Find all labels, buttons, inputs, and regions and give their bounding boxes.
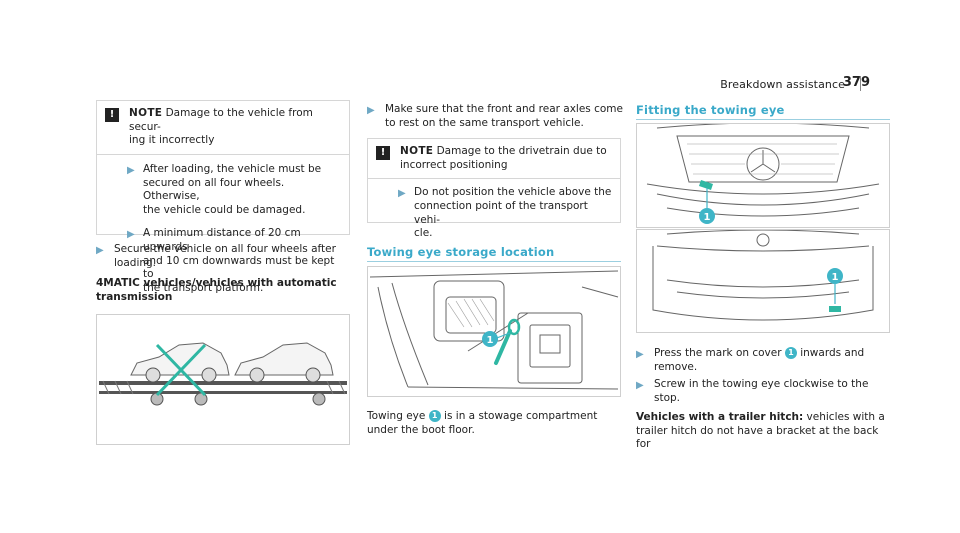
- step-line: Make sure that the front and rear axles …: [385, 103, 623, 115]
- note-item-line: A minimum distance of 20 cm upwards: [143, 227, 301, 254]
- figure-boot-compartment: 1: [367, 266, 621, 397]
- step-line: Press the mark on cover 1 inwards and: [654, 347, 864, 361]
- note-label: NOTE: [129, 107, 163, 119]
- caption-line: Towing eye 1 is in a stowage compartment: [367, 410, 627, 424]
- step-line: loading.: [114, 256, 157, 269]
- callout-number: 1: [704, 212, 711, 223]
- note-box-drivetrain: ! NOTE Damage to the drivetrain due to i…: [367, 138, 621, 239]
- figure-transport-vehicles: [96, 314, 350, 445]
- page-number: 379: [842, 75, 870, 90]
- trailer-hitch-label: Vehicles with a trailer hitch:: [636, 411, 804, 423]
- front-bumper-illustration: 1: [646, 122, 880, 224]
- cross-icon: [155, 343, 207, 397]
- heading-line: 4MATIC vehicles/vehicles with automatic: [96, 277, 337, 289]
- subheading-rule: [636, 119, 890, 120]
- step-text: inwards and: [800, 347, 865, 359]
- callout-badge: 1: [784, 347, 797, 359]
- note-item-line: secured on all four wheels. Otherwise,: [143, 176, 285, 203]
- section-title: Breakdown assistance: [720, 78, 845, 91]
- note-box-damage-securing: ! NOTE Damage to the vehicle from secur-…: [96, 100, 350, 294]
- note-title-line1: Damage to the drivetrain due to: [436, 145, 607, 157]
- note-item-line: cle.: [414, 227, 433, 240]
- step-screw-in: ▶ Screw in the towing eye clockwise to t…: [636, 378, 896, 405]
- subheading-storage-location: Towing eye storage location: [367, 245, 555, 259]
- arrow-icon: ▶: [367, 105, 375, 116]
- arrow-icon: ▶: [636, 349, 644, 360]
- callout-marker: [699, 208, 715, 224]
- caption-text: is in a stowage compartment: [444, 410, 598, 422]
- figure-front-cover: 1: [636, 122, 890, 228]
- boot-illustration: 1: [369, 270, 619, 390]
- paragraph-line: trailer hitch do not have a bracket at t…: [636, 424, 879, 451]
- paragraph-text: vehicles with a: [803, 411, 885, 423]
- figure-rear-cover: 1: [636, 229, 890, 333]
- rear-bumper-illustration: 1: [652, 229, 874, 321]
- warning-icon: !: [105, 108, 119, 122]
- subheading-fitting-towing-eye: Fitting the towing eye: [636, 103, 785, 117]
- note-item: ▶ A minimum distance of 20 cm upwards an…: [97, 221, 349, 299]
- arrow-icon: ▶: [96, 245, 104, 256]
- callout-number: 1: [832, 272, 839, 283]
- header-divider: [860, 76, 861, 91]
- step-line: Secure the vehicle on all four wheels af…: [114, 243, 336, 255]
- caption-line: under the boot floor.: [367, 423, 475, 436]
- paragraph-line: Vehicles with a trailer hitch: vehicles …: [636, 411, 896, 425]
- note-title-line1: Damage to the vehicle from secur-: [129, 107, 313, 133]
- trailer-hitch-paragraph: Vehicles with a trailer hitch: vehicles …: [636, 411, 896, 452]
- arrow-icon: ▶: [127, 164, 135, 176]
- step-line: remove.: [654, 360, 698, 373]
- note-title-line2: incorrect positioning: [400, 158, 508, 171]
- callout-marker: [827, 268, 843, 284]
- step-line: Screw in the towing eye clockwise to the: [654, 378, 869, 390]
- step-press-cover: ▶ Press the mark on cover 1 inwards and …: [636, 347, 896, 374]
- note-header: ! NOTE Damage to the drivetrain due to i…: [368, 139, 620, 180]
- note-item-line: connection point of the transport vehi-: [414, 199, 588, 226]
- callout-badge: 1: [428, 410, 441, 422]
- step-secure-wheels: ▶ Secure the vehicle on all four wheels …: [96, 243, 356, 270]
- step-line: to rest on the same transport vehicle.: [385, 116, 584, 129]
- cover-mark-icon: [699, 180, 713, 190]
- transport-illustration: [99, 342, 347, 406]
- note-header: ! NOTE Damage to the vehicle from secur-…: [97, 101, 349, 155]
- callout-marker: [482, 331, 498, 347]
- arrow-icon: ▶: [636, 380, 644, 391]
- callout-number: 1: [487, 335, 494, 346]
- step-axles-same-vehicle: ▶ Make sure that the front and rear axle…: [367, 103, 627, 130]
- step-line: stop.: [654, 391, 681, 404]
- note-title-line2: ing it incorrectly: [129, 134, 215, 147]
- note-item-line: the transport platform.: [143, 282, 264, 295]
- note-item-line: the vehicle could be damaged.: [143, 203, 306, 216]
- note-item-line: Do not position the vehicle above the: [414, 186, 612, 199]
- subheading-rule: [367, 261, 621, 262]
- caption-towing-eye: Towing eye 1 is in a stowage compartment…: [367, 410, 627, 437]
- note-item-line: and 10 cm downwards must be kept to: [143, 254, 335, 281]
- arrow-icon: ▶: [127, 229, 135, 241]
- heading-line: transmission: [96, 290, 173, 303]
- note-item-line: After loading, the vehicle must be: [143, 162, 322, 175]
- caption-text: Towing eye: [367, 410, 426, 422]
- cover-mark-icon: [829, 306, 841, 312]
- warning-icon: !: [376, 146, 390, 160]
- arrow-icon: ▶: [398, 188, 406, 200]
- note-label: NOTE: [400, 145, 434, 157]
- step-text: Press the mark on cover: [654, 347, 782, 359]
- note-item: ▶ After loading, the vehicle must be sec…: [97, 155, 349, 222]
- section-heading-4matic: 4MATIC vehicles/vehicles with automatic …: [96, 277, 356, 304]
- note-item: ▶ Do not position the vehicle above the …: [368, 179, 620, 245]
- towing-eye-icon: [494, 318, 521, 365]
